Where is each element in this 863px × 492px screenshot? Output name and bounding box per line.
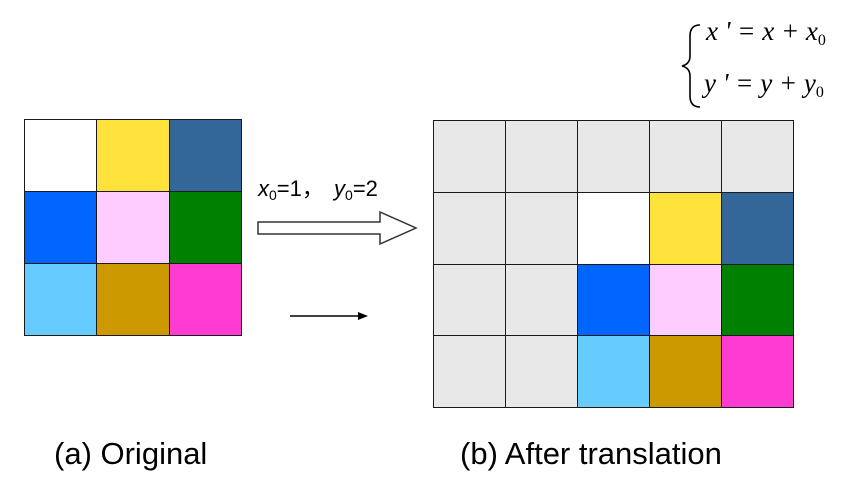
grid-cell — [649, 120, 722, 193]
translated-grid — [433, 120, 794, 408]
small-arrow-head — [358, 312, 368, 320]
grid-cell — [24, 263, 98, 336]
grid-cell — [577, 191, 650, 265]
equation-line-2-text: y ' = y + y — [704, 68, 816, 98]
translation-params: x0=1， y0=2 — [258, 171, 378, 203]
grid-cell — [721, 263, 794, 337]
caption-translated: (b) After translation — [460, 436, 722, 471]
grid-cell — [721, 191, 794, 265]
translation-arrow — [257, 210, 418, 246]
equation-line-2: y ' = y + y0 — [704, 68, 824, 102]
grid-cell — [721, 335, 794, 408]
grid-cell — [721, 120, 794, 193]
caption-original: (a) Original — [54, 436, 208, 471]
equation-line-1-text: x ' = x + x — [706, 16, 818, 46]
equation-line-1-sub: 0 — [817, 32, 826, 49]
equation-line-2-sub: 0 — [815, 84, 824, 101]
grid-cell — [433, 120, 506, 193]
original-grid — [24, 119, 242, 336]
grid-cell — [168, 119, 242, 192]
equation-line-1: x ' = x + x0 — [706, 16, 826, 50]
grid-cell — [24, 191, 98, 264]
grid-cell — [96, 191, 170, 264]
grid-cell — [649, 263, 722, 337]
param-x-sub: 0 — [269, 187, 277, 203]
grid-cell — [577, 120, 650, 193]
grid-cell — [168, 263, 242, 336]
grid-cell — [168, 191, 242, 264]
grid-cell — [96, 119, 170, 192]
grid-cell — [577, 335, 650, 408]
grid-cell — [433, 335, 506, 408]
equation-brace — [681, 24, 701, 108]
grid-cell — [96, 263, 170, 336]
param-y-sub: 0 — [345, 187, 353, 203]
grid-cell — [505, 191, 578, 265]
grid-cell — [24, 119, 98, 192]
grid-cell — [505, 335, 578, 408]
param-y-name: y — [334, 176, 346, 201]
param-x-value: =1， — [276, 176, 324, 201]
grid-cell — [505, 120, 578, 193]
grid-cell — [433, 191, 506, 265]
grid-cell — [505, 263, 578, 337]
grid-cell — [649, 191, 722, 265]
param-y-value: =2 — [352, 176, 378, 201]
grid-cell — [577, 263, 650, 337]
grid-cell — [433, 263, 506, 337]
grid-cell — [649, 335, 722, 408]
param-x-name: x — [258, 176, 269, 201]
